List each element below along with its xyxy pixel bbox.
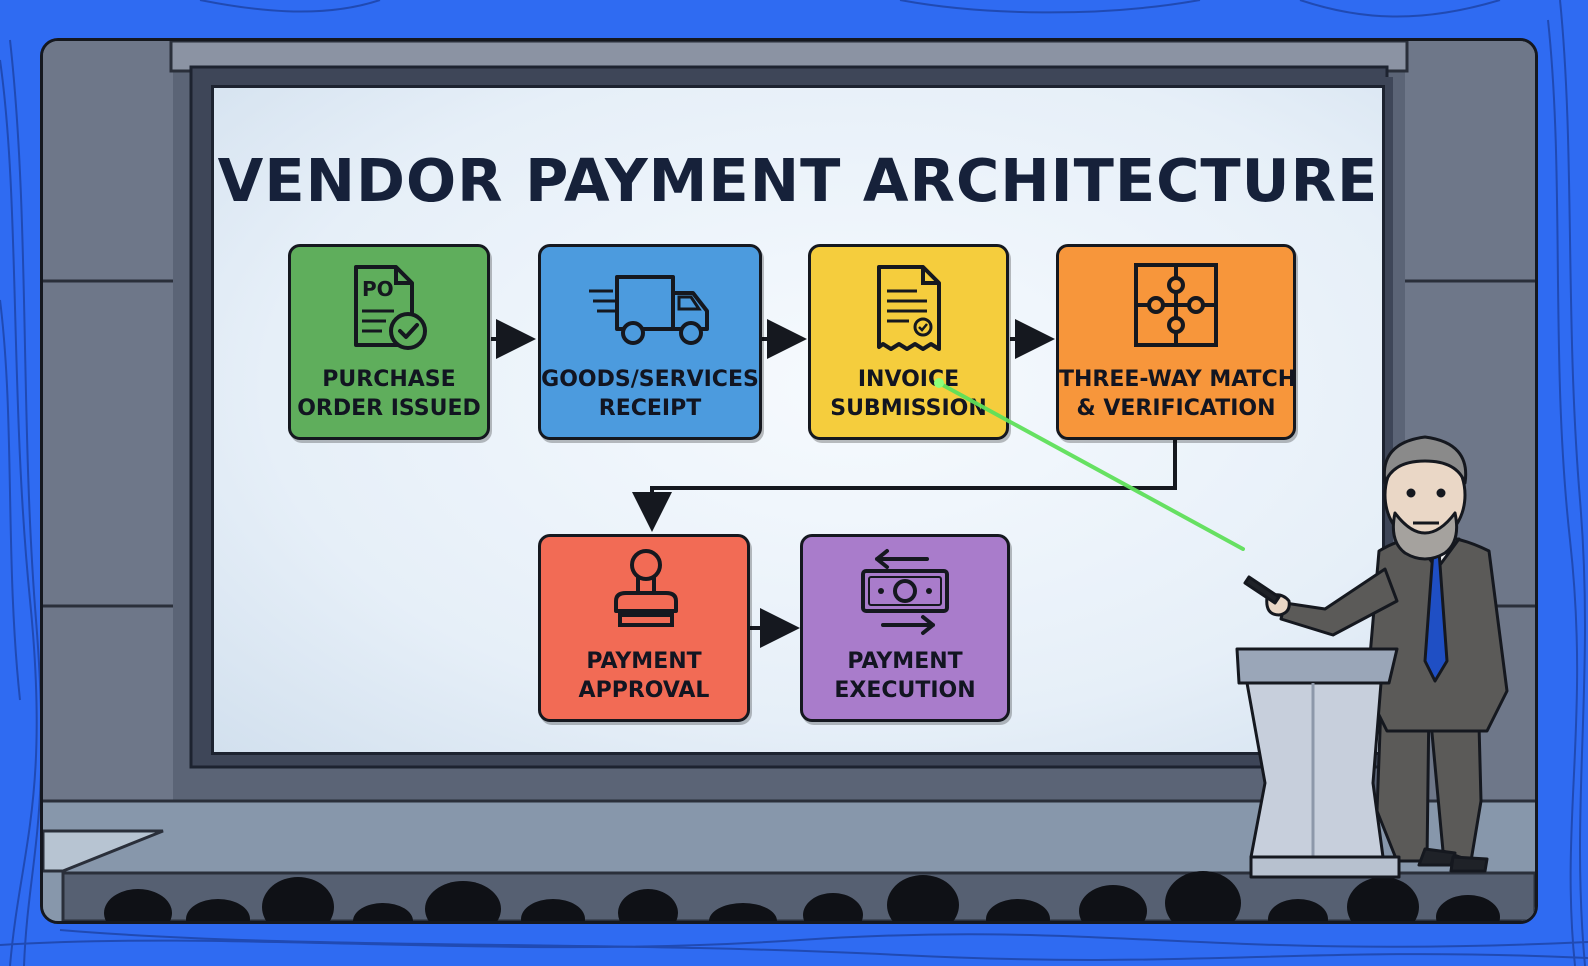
svg-text:PO: PO [362, 277, 394, 301]
presenter [1243, 435, 1509, 873]
audience-silhouettes [104, 871, 1500, 921]
approval-stamp-icon [541, 547, 747, 639]
podium [1235, 647, 1401, 879]
puzzle-icon [1059, 261, 1293, 353]
arrow-4-5 [632, 437, 1177, 532]
invoice-receipt-icon [811, 261, 1006, 353]
delivery-truck-icon [541, 261, 759, 353]
slide-title: VENDOR PAYMENT ARCHITECTURE [217, 146, 1379, 215]
presenter-with-podium [1235, 435, 1509, 879]
purchase-order-document-icon: PO [291, 261, 487, 353]
money-transfer-icon [803, 547, 1007, 639]
stage-frame: VENDOR PAYMENT ARCHITECTURE PO [40, 38, 1538, 924]
